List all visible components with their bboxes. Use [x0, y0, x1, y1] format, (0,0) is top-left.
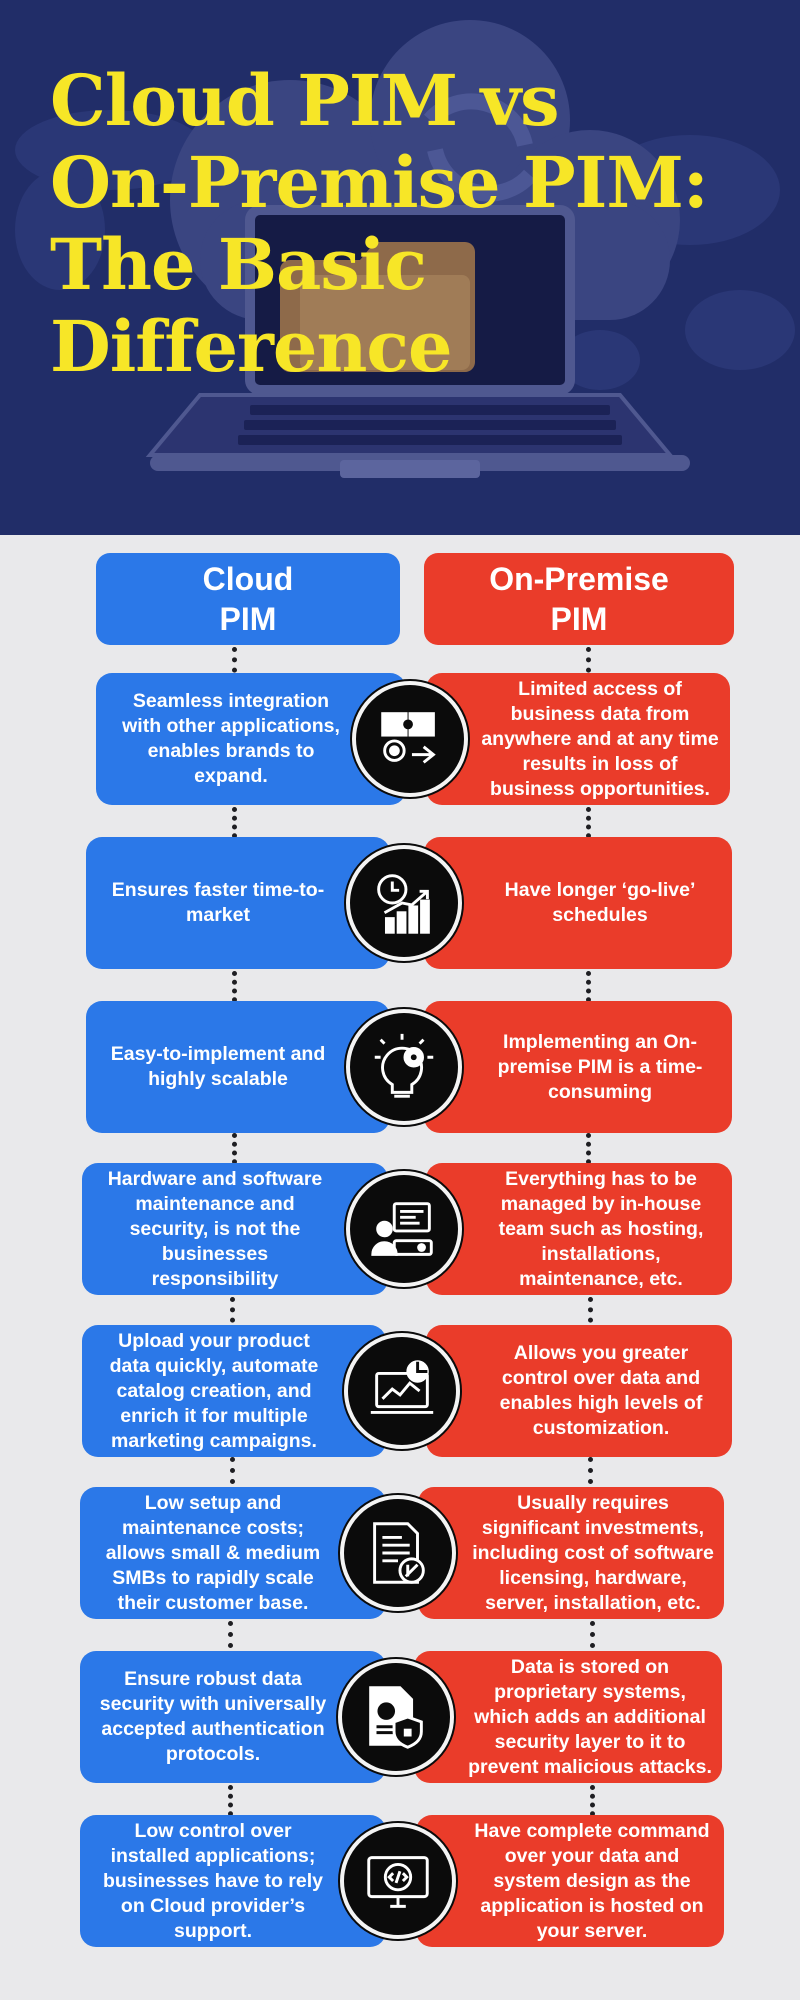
connector-line	[232, 971, 237, 1011]
title-line: The Basic	[50, 223, 427, 306]
monitor-code-gear-icon	[340, 1823, 456, 1939]
title-line: Difference	[50, 305, 453, 388]
comparison-row: Low control over installed applications;…	[0, 1815, 800, 1947]
connector-line	[228, 1785, 233, 1825]
comparison-row: Ensures faster time-to-market Have longe…	[0, 837, 800, 969]
cloud-point-card: Ensure robust data security with univers…	[80, 1651, 386, 1783]
puzzle-gear-icon	[352, 681, 468, 797]
on-premise-pim-header: On-Premise PIM	[424, 553, 734, 645]
on-premise-point-card: Usually requires significant investments…	[418, 1487, 724, 1619]
connector-line	[586, 1133, 591, 1173]
connector-line	[590, 1785, 595, 1825]
cloud-point-card: Upload your product data quickly, automa…	[82, 1325, 386, 1457]
comparison-row: Easy-to-implement and highly scalable Im…	[0, 1001, 800, 1133]
comparison-row: Hardware and software maintenance and se…	[0, 1163, 800, 1295]
cloud-point-card: Low control over installed applications;…	[80, 1815, 386, 1947]
connector-line	[228, 1621, 233, 1659]
connector-line	[232, 647, 237, 683]
connector-line	[586, 971, 591, 1011]
connector-line	[230, 1457, 235, 1495]
lightbulb-gear-icon	[346, 1009, 462, 1125]
connector-line	[586, 647, 591, 683]
on-premise-point-card: Limited access of business data from any…	[426, 673, 730, 805]
comparison-row: Seamless integration with other applicat…	[0, 673, 800, 805]
cloud-point-card: Hardware and software maintenance and se…	[82, 1163, 388, 1295]
on-premise-point-card: Everything has to be managed by in-house…	[426, 1163, 732, 1295]
page-title: Cloud PIM vs On-Premise PIM: The Basic D…	[50, 59, 709, 388]
header-banner: Cloud PIM vs On-Premise PIM: The Basic D…	[0, 0, 800, 535]
on-premise-point-card: Implementing an On-premise PIM is a time…	[424, 1001, 732, 1133]
connector-line	[232, 1133, 237, 1173]
clock-growth-chart-icon	[346, 845, 462, 961]
title-line: On-Premise PIM:	[50, 141, 709, 224]
connector-line	[232, 807, 237, 847]
title-line: Cloud PIM vs	[50, 59, 560, 142]
cloud-point-card: Easy-to-implement and highly scalable	[86, 1001, 390, 1133]
on-premise-point-card: Have longer ‘go-live’ schedules	[424, 837, 732, 969]
cloud-point-card: Low setup and maintenance costs; allows …	[80, 1487, 386, 1619]
connector-line	[588, 1457, 593, 1495]
laptop-analytics-icon	[344, 1333, 460, 1449]
cloud-point-card: Ensures faster time-to-market	[86, 837, 390, 969]
connector-line	[590, 1621, 595, 1659]
cloud-laptop-illustration	[15, 20, 795, 478]
invoice-tools-icon	[340, 1495, 456, 1611]
connector-line	[230, 1297, 235, 1333]
comparison-row: Upload your product data quickly, automa…	[0, 1325, 800, 1457]
comparison-row: Ensure robust data security with univers…	[0, 1651, 800, 1783]
cloud-pim-header: Cloud PIM	[96, 553, 400, 645]
comparison-row: Low setup and maintenance costs; allows …	[0, 1487, 800, 1619]
it-support-monitor-icon	[346, 1171, 462, 1287]
document-shield-icon	[338, 1659, 454, 1775]
on-premise-point-card: Data is stored on proprietary systems, w…	[414, 1651, 722, 1783]
comparison-section: Cloud PIM On-Premise PIM Seamless integr…	[0, 535, 800, 2000]
connector-line	[586, 807, 591, 847]
connector-line	[588, 1297, 593, 1333]
on-premise-point-card: Allows you greater control over data and…	[426, 1325, 732, 1457]
on-premise-point-card: Have complete command over your data and…	[416, 1815, 724, 1947]
